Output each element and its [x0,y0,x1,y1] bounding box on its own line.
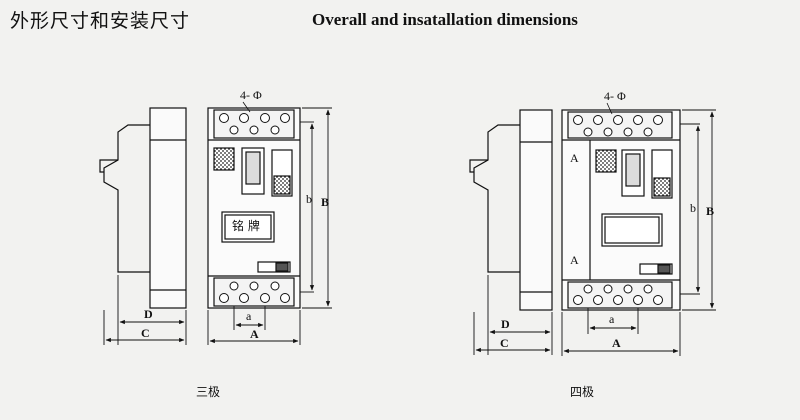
dim-D-four: D [501,317,510,331]
dim-C-four: C [500,336,509,350]
hole-leader-three [242,101,251,113]
three-pole-front-view [207,107,301,309]
dim-a-three: a [246,309,252,323]
dim-a-four: a [609,312,615,326]
three-pole-side-dims [103,275,187,345]
three-pole-bottom-terminals [219,281,290,303]
arrow-label-bottom: A [570,253,579,267]
three-pole-side-view [99,107,187,309]
dim-b-three: b [306,192,312,206]
caption-three-pole: 三极 [196,385,220,399]
three-pole-top-terminals [219,113,290,135]
dim-b-four: b [690,201,696,215]
hole-label-three: 4- Φ [240,88,262,102]
arrow-label-top: A [570,151,579,165]
four-pole-bottom-terminals [573,284,663,305]
dim-C-three: C [141,326,150,340]
title-chinese: 外形尺寸和安装尺寸 [10,10,191,32]
hole-label-four: 4- Φ [604,89,626,103]
four-pole-front-dims [561,109,716,356]
nameplate-text: 铭 牌 [232,218,260,233]
dim-A-three: A [250,327,259,341]
dim-A-four: A [612,336,621,350]
four-pole-side-view [469,109,553,311]
hole-leader-four [606,102,613,115]
dim-B-four: B [706,204,714,218]
four-pole-front-view [561,109,681,311]
four-pole-side-dims [473,275,553,355]
caption-four-pole: 四极 [570,385,594,399]
dim-D-three: D [144,307,153,321]
four-pole-top-terminals [573,115,663,137]
three-pole-front-dims [207,107,332,345]
dim-B-three: B [321,195,329,209]
title-english: Overall and insatallation dimensions [312,10,578,29]
